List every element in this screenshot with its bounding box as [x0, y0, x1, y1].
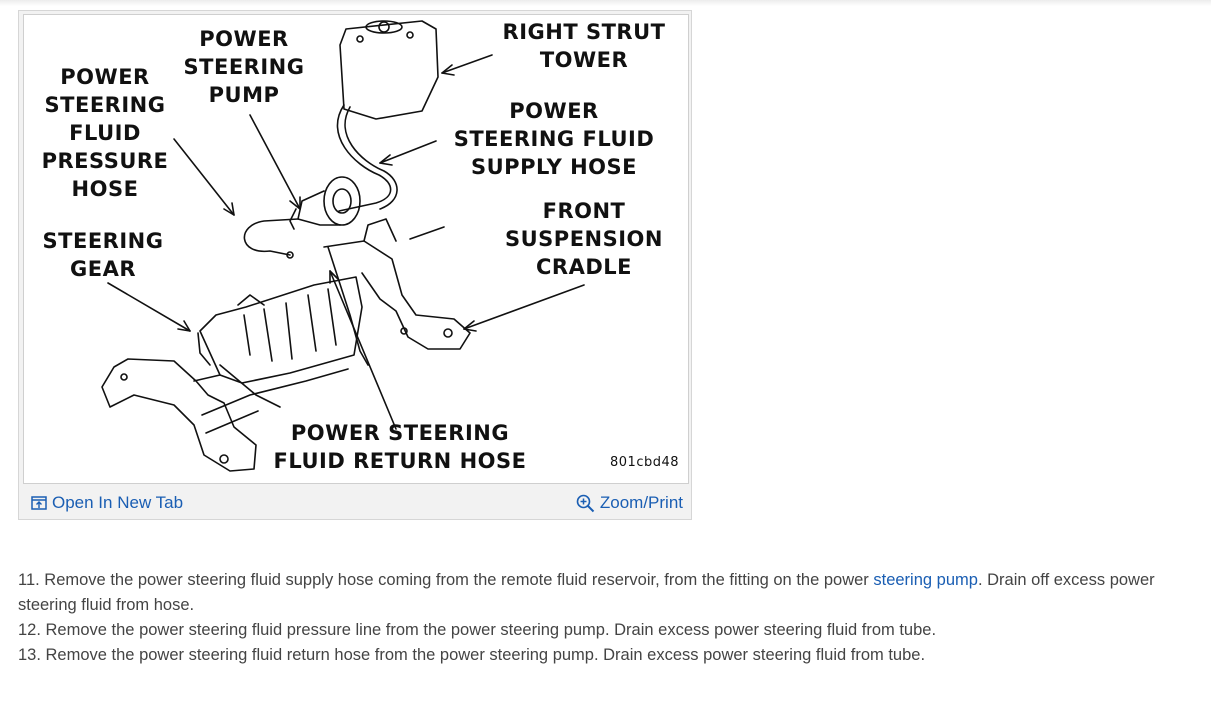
steering-gear-body [199, 276, 363, 384]
instruction-steps: 11. Remove the power steering fluid supp… [18, 568, 1198, 668]
step-11: 11. Remove the power steering fluid supp… [18, 568, 1198, 618]
open-new-tab-link[interactable]: Open In New Tab [31, 487, 183, 519]
step-13: 13. Remove the power steering fluid retu… [18, 646, 926, 664]
diagram-drawing [101, 20, 585, 472]
figure-code: 801cbd48 [610, 455, 680, 470]
zoom-print-link[interactable]: Zoom/Print [576, 487, 683, 519]
arrow-steering-gear [107, 282, 191, 332]
step-11-text-start: 11. Remove the power steering fluid supp… [18, 571, 874, 589]
steering-pump-link[interactable]: steering pump [873, 571, 978, 589]
zoom-in-icon [576, 494, 595, 512]
arrow-cradle [463, 284, 585, 330]
top-shadow-bar [0, 0, 1211, 6]
strut-tower-top [365, 20, 403, 34]
figure-card: POWER STEERING FLUID PRESSURE HOSE POWER… [18, 10, 692, 520]
open-tab-icon [31, 496, 47, 510]
pressure-hose-line [243, 218, 299, 256]
diagram-image[interactable]: POWER STEERING FLUID PRESSURE HOSE POWER… [23, 14, 689, 484]
step-11-text-end: . Drain off excess power steering fluid … [18, 571, 1155, 614]
pump-pulley [323, 176, 361, 226]
label-cradle: FRONT SUSPENSION CRADLE [505, 199, 663, 279]
return-hose-line [327, 246, 369, 366]
open-new-tab-label: Open In New Tab [52, 493, 184, 512]
arrow-pump [249, 114, 301, 210]
label-steering-gear: STEERING GEAR [42, 229, 164, 281]
step-12: 12. Remove the power steering fluid pres… [18, 621, 937, 639]
arrow-pressure-hose [173, 138, 235, 216]
label-pressure-hose: POWER STEERING FLUID PRESSURE HOSE [41, 65, 169, 201]
arrow-strut-tower [441, 54, 493, 74]
cradle-frame [323, 240, 471, 350]
label-supply-hose: POWER STEERING FLUID SUPPLY HOSE [453, 99, 655, 179]
arrow-supply-hose [379, 140, 437, 164]
label-pump: POWER STEERING PUMP [183, 27, 305, 107]
label-strut-tower: RIGHT STRUT TOWER [502, 20, 666, 72]
label-return-hose: POWER STEERING FLUID RETURN HOSE [273, 421, 527, 473]
supply-hose-line [336, 104, 392, 212]
arrow-return-hose [329, 270, 397, 430]
figure-actions: Open In New Tab Zoom/Print [19, 487, 691, 519]
zoom-print-label: Zoom/Print [599, 493, 683, 512]
strut-tower-shape [339, 20, 439, 120]
